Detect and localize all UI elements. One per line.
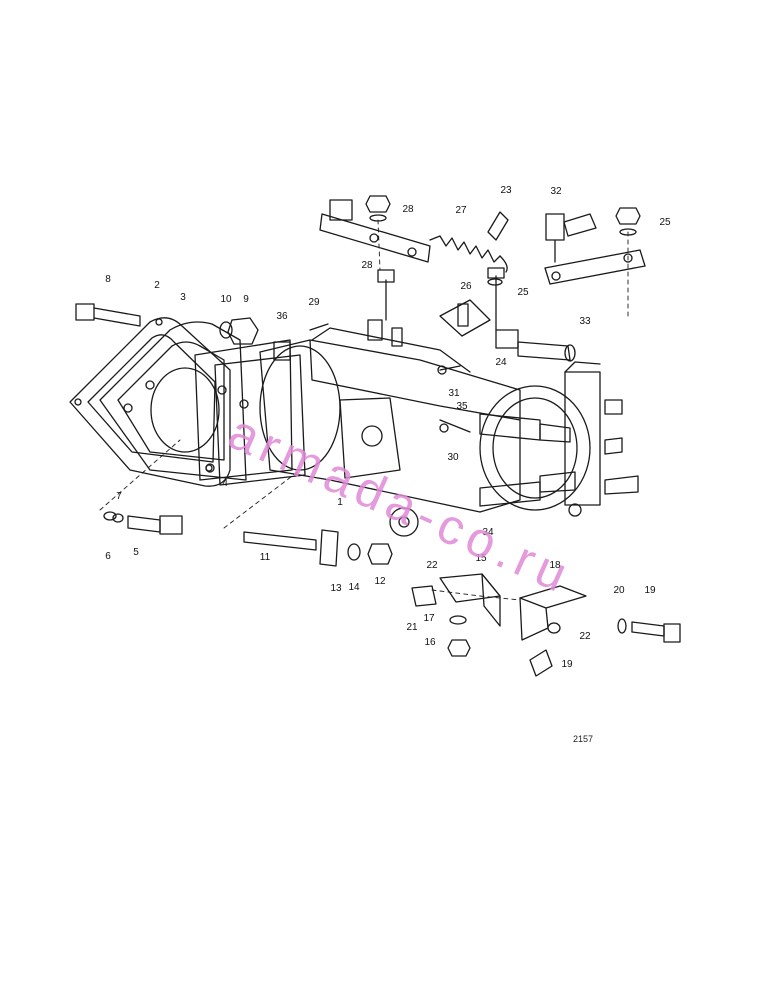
callout-31: 31	[448, 388, 460, 399]
callout-22b: 22	[579, 631, 591, 642]
cap-screw	[103, 511, 183, 535]
small-screws	[309, 323, 471, 433]
stud-nut-set	[243, 529, 393, 567]
lever-bracket	[439, 299, 491, 337]
callout-19b: 19	[561, 659, 573, 670]
callout-30: 30	[447, 452, 459, 463]
pump-housing	[259, 319, 521, 537]
throttle-lever	[319, 199, 431, 263]
callout-28b: 28	[361, 260, 373, 271]
spring-clip	[487, 211, 509, 241]
stop-screw	[545, 213, 597, 263]
callout-20: 20	[613, 585, 625, 596]
callout-2: 2	[154, 280, 160, 291]
callout-24: 24	[495, 357, 507, 368]
callout-11: 11	[259, 552, 271, 563]
callout-25b: 25	[517, 287, 529, 298]
mounting-flange	[99, 321, 247, 481]
callout-18: 18	[549, 560, 561, 571]
gasket-flange	[69, 317, 231, 487]
callout-10: 10	[220, 294, 232, 305]
adjusting-screws	[377, 267, 576, 362]
callout-14: 14	[348, 582, 360, 593]
callout-25a: 25	[659, 217, 671, 228]
callout-29: 29	[308, 297, 320, 308]
callout-34: 34	[482, 527, 494, 538]
callout-22a: 22	[426, 560, 438, 571]
callout-28a: 28	[402, 204, 414, 215]
callout-36: 36	[276, 311, 288, 322]
callout-5: 5	[133, 547, 139, 558]
distributor-head	[479, 361, 639, 517]
callout-3: 3	[180, 292, 186, 303]
callout-23: 23	[500, 185, 512, 196]
callout-19a: 19	[644, 585, 656, 596]
return-spring	[429, 235, 508, 273]
callout-21: 21	[406, 622, 418, 633]
callout-26: 26	[460, 281, 472, 292]
callout-4: 4	[222, 478, 228, 489]
nuts-and-washers	[219, 195, 641, 361]
callout-15: 15	[475, 553, 487, 564]
assembly-guides	[99, 219, 629, 601]
callout-32: 32	[550, 186, 562, 197]
callout-7: 7	[116, 491, 122, 502]
callout-8: 8	[105, 274, 111, 285]
callout-33: 33	[579, 316, 591, 327]
callout-6: 6	[105, 551, 111, 562]
callout-35: 35	[456, 401, 468, 412]
flange-bolt	[75, 303, 141, 327]
callout-9: 9	[243, 294, 249, 305]
callout-16: 16	[424, 637, 436, 648]
banjo-bracket	[411, 573, 501, 657]
callout-1: 1	[337, 497, 343, 508]
callout-27: 27	[455, 205, 467, 216]
stop-lever	[544, 249, 646, 285]
callout-17: 17	[423, 613, 435, 624]
callout-13: 13	[330, 583, 342, 594]
angle-bracket	[519, 585, 681, 677]
figure-number: 2157	[573, 734, 594, 744]
adaptor-plate	[194, 339, 306, 486]
callout-12: 12	[374, 576, 386, 587]
